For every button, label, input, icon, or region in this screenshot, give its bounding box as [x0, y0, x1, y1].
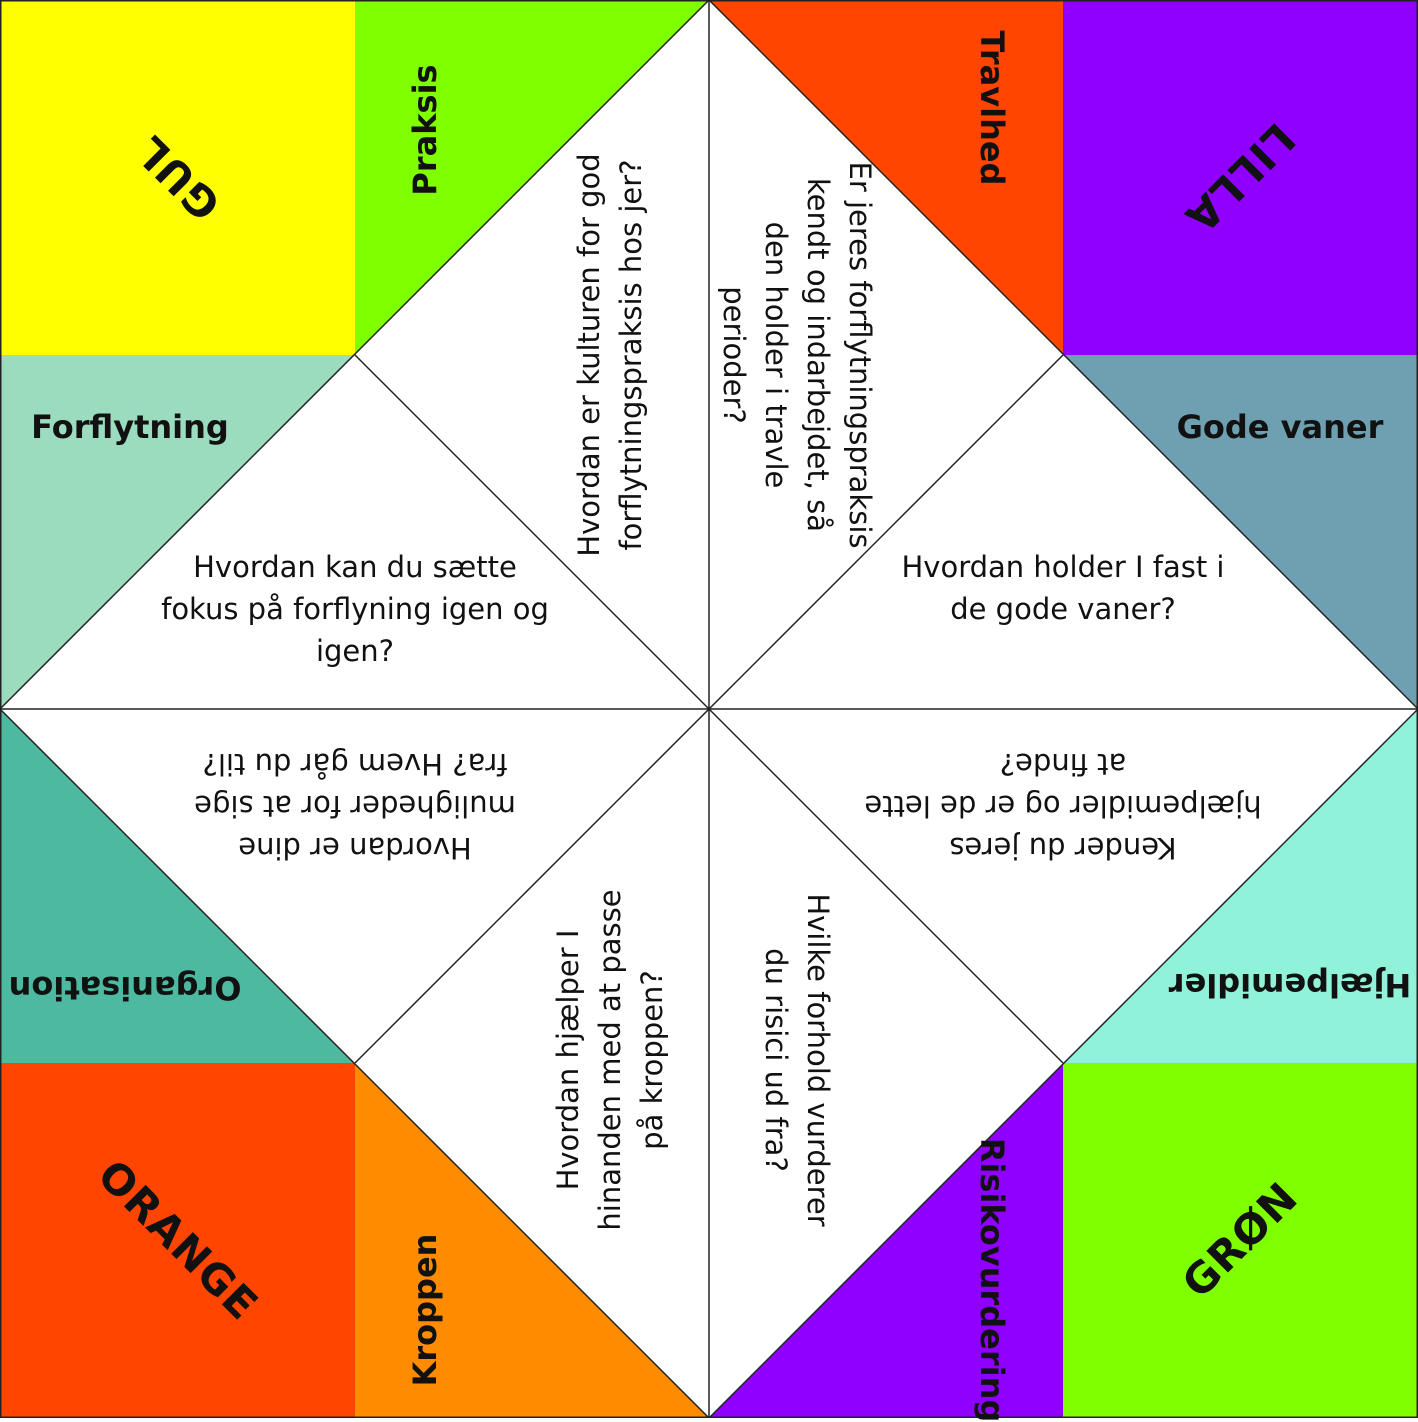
topic-label-hjaelpemidler-text: Hjælpemidler — [1168, 966, 1412, 1004]
topic-label-forflytning-text: Forflytning — [31, 408, 229, 446]
corner-square-orange — [0, 1063, 355, 1418]
topic-label-travlhed-text: Travlhed — [973, 30, 1011, 186]
question-hjaelpemidler-text: Kender du jeres hjælpemidler og er de le… — [864, 747, 1262, 865]
question-hinanden-text: Hvordan hjælper I hinanden med at passe … — [551, 889, 669, 1231]
corner-square-gul — [0, 0, 355, 355]
question-muligheder-text: Hvordan er dine muligheder for at sige f… — [194, 747, 516, 865]
topic-label-kroppen-text: Kroppen — [406, 1233, 444, 1387]
question-risici-text: Hvilke forhold vurderer du risici ud fra… — [759, 893, 835, 1227]
question-vaner-text: Hvordan holder I fast i de gode vaner? — [901, 550, 1225, 626]
question-kulturen-text: Hvordan er kulturen for god forflytnings… — [572, 153, 648, 557]
question-travle-text: Er jeres forflytningspraksis kendt og in… — [717, 161, 877, 549]
topic-label-gode-vaner-text: Gode vaner — [1176, 408, 1384, 446]
corner-square-lilla — [1063, 0, 1418, 355]
question-fokus-text: Hvordan kan du sætte fokus på forflyning… — [161, 550, 549, 668]
topic-label-organisation-text: Organisation — [8, 969, 242, 1007]
topic-label-risikovurdering-text: Risikovurdering — [973, 1137, 1011, 1422]
topic-label-praksis-text: Praksis — [406, 64, 444, 196]
corner-square-gron — [1063, 1063, 1418, 1418]
